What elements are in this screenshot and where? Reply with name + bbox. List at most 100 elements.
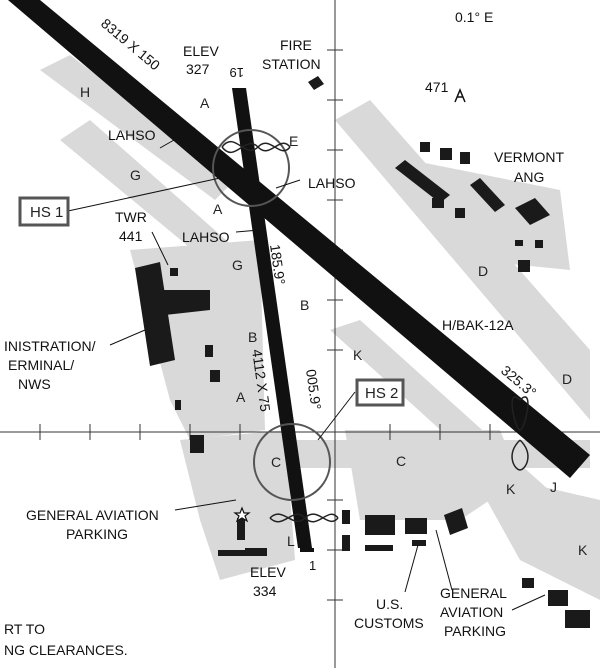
taxiway-label-d1: D (478, 263, 488, 279)
buildings (135, 76, 590, 628)
runways (8, 0, 590, 552)
leader-ga-right-2 (511, 594, 546, 611)
customs-1 (342, 510, 350, 524)
leader-lahso-3 (235, 229, 261, 233)
taxiway-label-e: E (289, 133, 298, 149)
hotspot-box-1 (18, 196, 70, 227)
twr-line-2: 441 (119, 228, 143, 244)
taxiway-label-k1: K (353, 347, 363, 363)
ga-right-line-1: GENERAL (440, 585, 507, 601)
runway-19-label: 19 (230, 65, 244, 80)
ang-building-2 (470, 178, 505, 212)
admin-line-2: ERMINAL/ (8, 357, 74, 373)
lahso-label-3: LAHSO (182, 229, 230, 245)
leader-hs1 (67, 177, 221, 212)
admin-terminal-building (135, 262, 175, 366)
taxiway-label-c1: C (271, 454, 281, 470)
vermont-line-2: ANG (514, 169, 544, 185)
note-line-2: NG CLEARANCES. (4, 642, 128, 658)
hotspot-box-2 (355, 378, 405, 407)
taxiway-labels: H G A A G B B A E K D D C C J K K L (80, 84, 588, 558)
elev-top-label: ELEV (183, 43, 219, 59)
leader-twr (151, 231, 169, 266)
taxiway-h (40, 55, 235, 200)
ang-building-11 (515, 240, 523, 246)
fire-station-line-1: FIRE (280, 37, 312, 53)
se-building-2 (548, 590, 568, 606)
ga-right-line-3: PARKING (444, 623, 506, 639)
obstacle-icon (454, 88, 466, 103)
taxiway-label-k2: K (506, 481, 516, 497)
hotspot-boxes: HS 1 HS 2 (18, 196, 405, 407)
runway-secondary (232, 88, 312, 548)
lahso-bowtie (221, 140, 291, 154)
taxiway-label-g2: G (232, 257, 243, 273)
ga-right-building (444, 508, 468, 535)
ga-building-left (190, 435, 204, 453)
hotspot-circle-2 (253, 423, 331, 501)
leader-lahso-1 (159, 127, 196, 149)
customs-4 (365, 545, 393, 551)
parallel-taxiway-upper (335, 100, 590, 420)
ang-building-10 (535, 240, 543, 248)
customs-line-1: U.S. (376, 596, 403, 612)
admin-terminal-annex (160, 290, 210, 315)
leader-hs2 (317, 391, 356, 441)
twr-line-1: TWR (115, 209, 147, 225)
ang-building-5 (440, 148, 452, 160)
ga-left-line-1: GENERAL AVIATION (26, 507, 159, 523)
runway-end-bar (300, 548, 314, 552)
admin-line-3: NWS (18, 376, 51, 392)
vermont-line-1: VERMONT (494, 149, 564, 165)
note-line-1: RT TO (4, 621, 45, 637)
fire-station-line-2: STATION (262, 56, 321, 72)
admin-line-1: INISTRATION/ (4, 338, 96, 354)
runway-heading-up: 005.9° (303, 368, 325, 410)
hotspot-circle-1 (212, 129, 290, 207)
variation-label: 0.1° E (455, 9, 493, 25)
taxiway-label-a2: A (213, 201, 223, 217)
admin-small-2 (210, 370, 220, 382)
leader-lines (67, 127, 546, 611)
taxiway-label-d2: D (562, 371, 572, 387)
leader-lahso-2 (275, 179, 301, 189)
taxiway-label-a1: A (200, 95, 210, 111)
customs-3 (365, 515, 395, 535)
ga-right-line-2: AVIATION (440, 604, 503, 620)
southeast-apron (470, 470, 600, 600)
obstacle-elev: 471 (425, 79, 449, 95)
ga-hangar-row (245, 548, 267, 556)
lahso-bowtie (511, 396, 529, 431)
runway-1-label: 1 (309, 558, 316, 573)
ang-building-8 (455, 208, 465, 218)
tower-star-icon (233, 506, 251, 523)
elev-bottom-value: 334 (253, 583, 277, 599)
runway-main (8, 0, 590, 478)
runway-heading-down: 185.9° (267, 243, 289, 285)
ang-building-9 (518, 260, 530, 272)
ga-building-small (237, 518, 245, 540)
hotspot-label-2: HS 2 (365, 385, 398, 402)
taxiway-label-a3: A (236, 389, 246, 405)
leader-admin (109, 329, 146, 346)
leader-ga-left (174, 499, 237, 511)
fire-station-building (308, 76, 324, 90)
lahso-label-1: LAHSO (108, 127, 156, 143)
tower-building (170, 268, 178, 276)
elev-top-value: 327 (186, 61, 210, 77)
taxiway-label-j: J (550, 479, 557, 495)
ang-apron (410, 160, 570, 270)
taxiway-label-c2: C (396, 453, 406, 469)
customs-2 (342, 535, 350, 551)
runway-bak-label: H/BAK-12A (442, 317, 514, 333)
taxiway-label-b2: B (248, 329, 257, 345)
leader-customs (404, 544, 419, 593)
hotspot-label-1: HS 1 (30, 204, 63, 221)
ang-building-3 (515, 198, 550, 225)
se-building-3 (565, 610, 590, 628)
ga-left-line-2: PARKING (66, 526, 128, 542)
admin-small-1 (205, 345, 213, 357)
lahso-bowtie (269, 513, 339, 523)
